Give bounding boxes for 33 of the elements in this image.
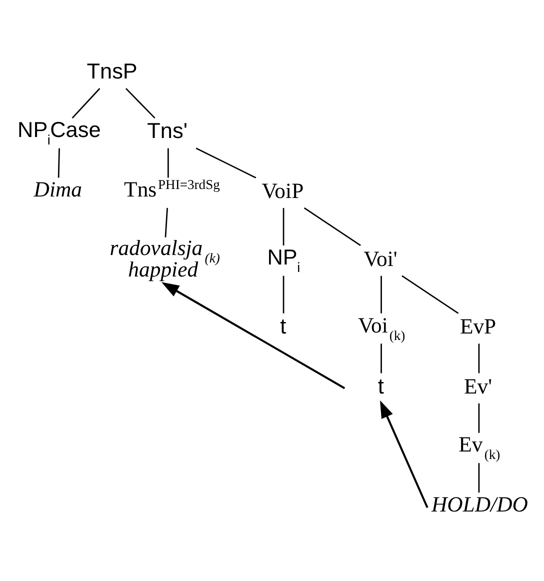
node-text: Tns$^{PHI=3rdSg}$ <box>124 177 220 202</box>
node-text: HOLD/DO <box>431 492 528 516</box>
arrow <box>161 282 346 390</box>
connector <box>168 148 169 178</box>
connector <box>478 403 480 433</box>
connector <box>478 344 480 374</box>
connector <box>282 276 284 314</box>
connector <box>478 463 480 493</box>
node-text: Voi$_{(k)}$ <box>358 313 406 343</box>
connector <box>380 276 382 314</box>
connector <box>304 207 361 246</box>
arrow <box>380 400 428 508</box>
connector <box>58 148 60 178</box>
node-text: Tns' <box>147 118 188 144</box>
node-text: NP$_{i}$ <box>267 244 300 275</box>
node-text: VoiP <box>262 178 304 203</box>
node-text: Dima <box>34 178 82 202</box>
node-text: NP$_{i}$Case <box>18 116 101 148</box>
node-text: EvP <box>460 314 496 339</box>
connector <box>72 88 100 119</box>
connector <box>196 148 256 178</box>
connector <box>282 208 284 246</box>
node-text: t <box>280 314 286 339</box>
node-text: Voi' <box>364 246 398 271</box>
connector <box>380 344 382 374</box>
node-text: Ev$_{(k)}$ <box>458 432 500 462</box>
node-text: radovalsja$_{(k)}$ happied <box>110 236 220 282</box>
connector <box>126 88 156 119</box>
connector <box>402 275 459 314</box>
node-text: Ev' <box>464 374 492 398</box>
connector <box>164 208 168 238</box>
node-text: TnsP <box>86 58 138 84</box>
node-text: t <box>378 373 384 398</box>
